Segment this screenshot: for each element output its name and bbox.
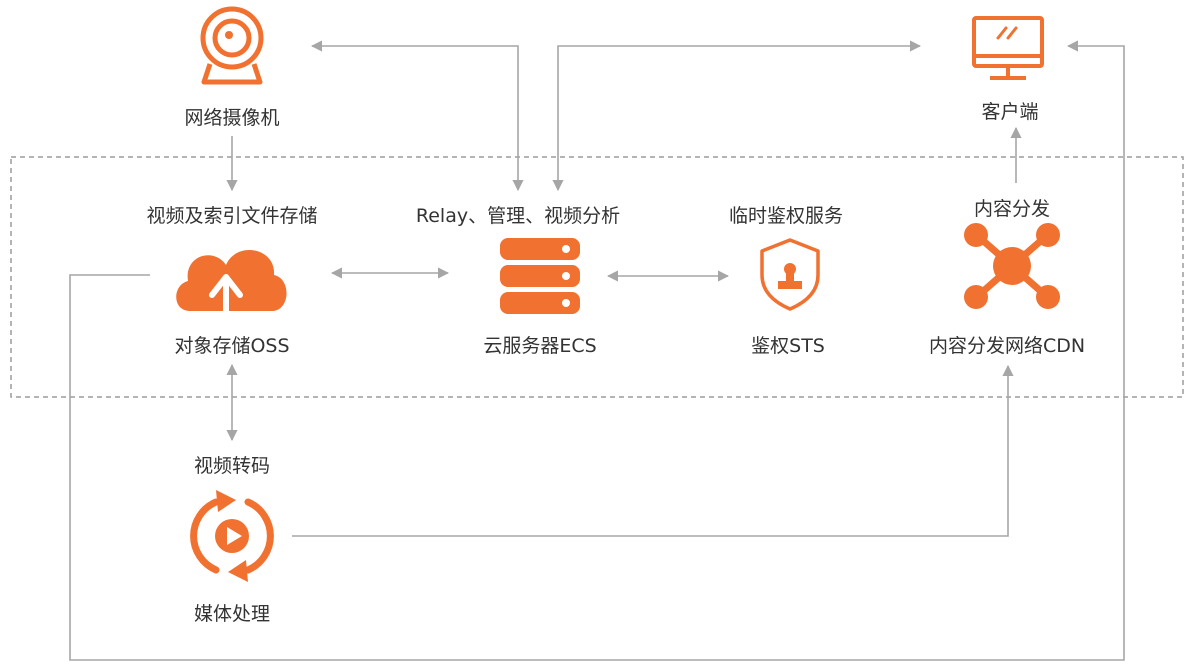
cloud-upload-icon	[176, 250, 287, 320]
oss-label: 对象存储OSS	[174, 335, 290, 357]
oss-client-loop-connector	[69, 40, 1125, 661]
cdn-caption: 内容分发	[973, 198, 1051, 220]
camera-ecs-connector	[310, 40, 524, 192]
network-hub-icon	[964, 223, 1060, 309]
cdn-label: 内容分发网络CDN	[928, 335, 1086, 357]
ecs-label: 云服务器ECS	[483, 335, 597, 357]
ecs-caption: Relay、管理、视频分析	[415, 205, 621, 227]
play-refresh-icon	[190, 490, 274, 582]
monitor-icon	[972, 16, 1044, 80]
webcam-icon	[200, 6, 264, 85]
client-label: 客户端	[981, 101, 1039, 123]
server-icon	[500, 238, 580, 314]
transcode-label: 视频转码	[193, 455, 271, 477]
camera-label: 网络摄像机	[184, 107, 280, 129]
media-label: 媒体处理	[193, 603, 271, 625]
sts-label: 鉴权STS	[751, 335, 825, 357]
media-cdn-connector	[292, 364, 1014, 537]
shield-stamp-icon	[760, 238, 820, 311]
ecs-client-connector	[552, 40, 922, 192]
sts-caption: 临时鉴权服务	[728, 205, 844, 227]
oss-caption: 视频及索引文件存储	[146, 205, 318, 227]
